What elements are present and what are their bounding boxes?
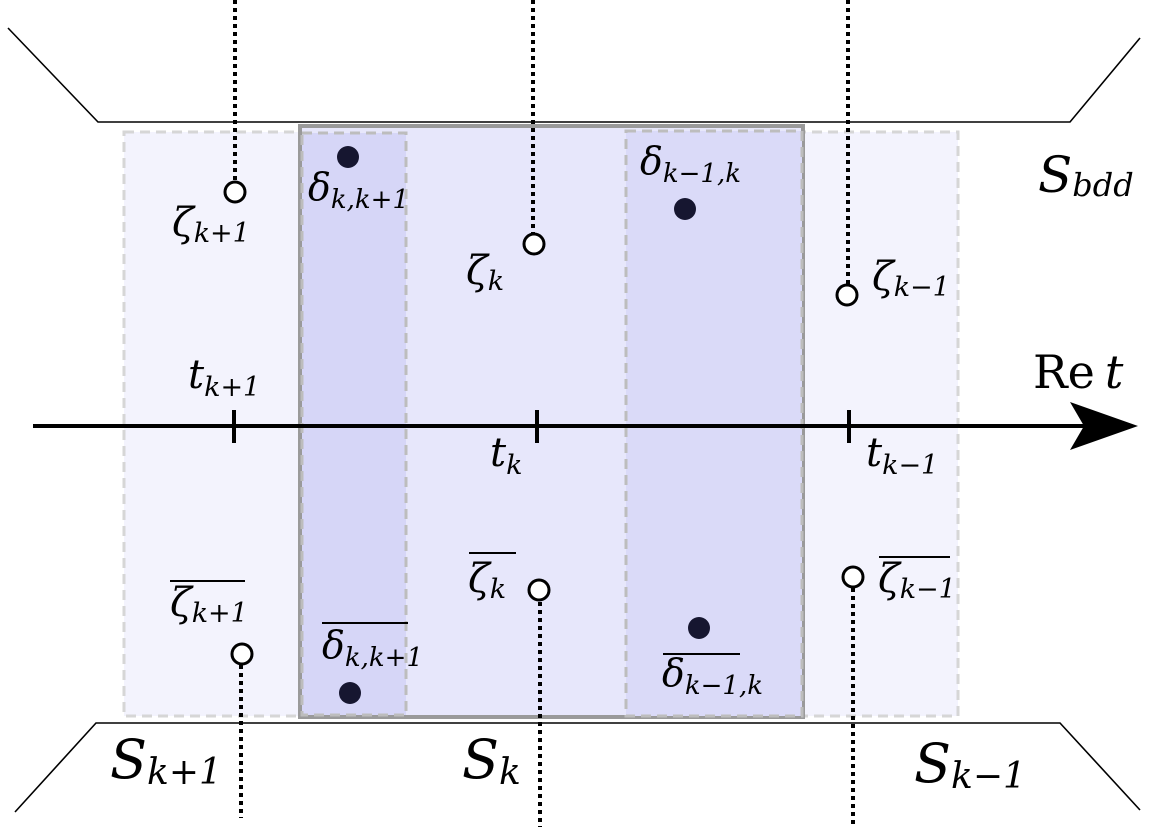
zeta-k-plus-1-point: [223, 180, 247, 204]
top-boundary: [7, 27, 1141, 123]
zeta-k-plus-1-label: ζk+1: [172, 200, 250, 249]
delta-k-minus-1-k-label: δk−1,k: [640, 139, 741, 189]
region-label-s-k: Sk: [462, 728, 521, 793]
bottom-boundary: [14, 722, 1141, 813]
region-label-s-k-plus-1: Sk+1: [110, 728, 222, 793]
zeta-k-minus-1-point: [835, 283, 859, 307]
zeta-k-minus-1-conj-label: ζk−1: [878, 556, 956, 605]
delta-k-k-plus-1-point: [337, 146, 359, 168]
zeta-k-minus-1-label: ζk−1: [872, 254, 950, 303]
delta-k-minus-1-k-conj-point: [688, 617, 710, 639]
tick-label-t-k-minus-1: tk−1: [866, 430, 938, 481]
delta-k-k-plus-1-conj-point: [339, 682, 361, 704]
zeta-k-point: [522, 232, 546, 256]
delta-k-minus-1-k-point: [674, 198, 696, 220]
tick-label-t-k-plus-1: tk+1: [188, 352, 260, 403]
zeta-k-conj-point: [527, 578, 551, 602]
zeta-k-plus-1-conj-point: [230, 642, 254, 666]
region-label-s-bdd: Sbdd: [1038, 146, 1134, 204]
zeta-k-conj-label: ζk: [468, 556, 506, 605]
strip-right: [624, 129, 804, 718]
axis-arrowhead: [1070, 402, 1138, 450]
tick-label-t-k: tk: [490, 430, 522, 481]
zeta-k-minus-1-conj-point: [841, 565, 865, 589]
region-label-s-k-minus-1: Sk−1: [914, 732, 1026, 797]
delta-k-minus-1-k-conj-label: δk−1,k: [662, 651, 763, 701]
zeta-k-plus-1-conj-label: ζk+1: [170, 580, 248, 629]
delta-k-k-plus-1-label: δk,k+1: [308, 165, 409, 215]
delta-k-k-plus-1-conj-label: δk,k+1: [322, 623, 423, 673]
zeta-k-label: ζk: [466, 248, 504, 297]
